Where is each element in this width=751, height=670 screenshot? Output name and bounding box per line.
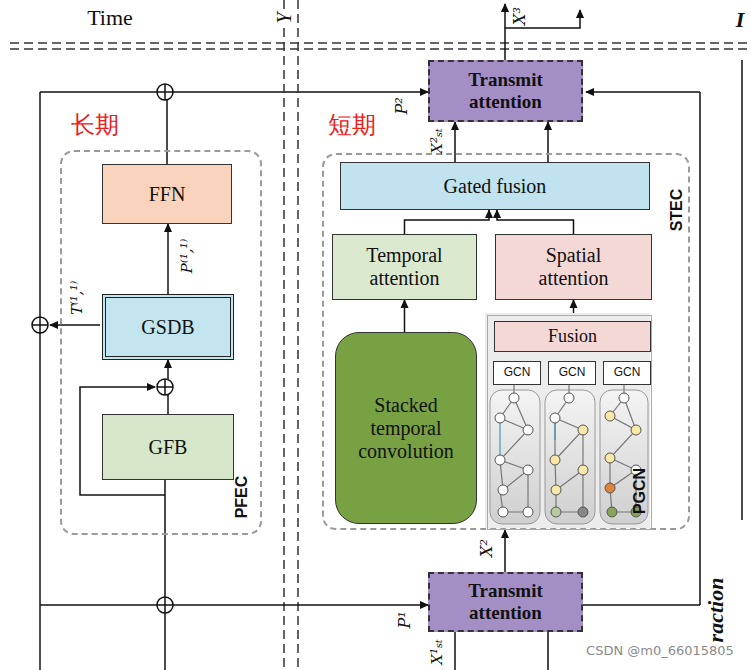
group-label: PGCN (631, 468, 649, 514)
process-box: FFN (102, 164, 232, 224)
text-label: X³ (511, 7, 529, 25)
connector (504, 530, 506, 572)
process-box: Fusion (494, 321, 651, 352)
process-box: Transmit attention (428, 572, 583, 632)
text-label: X¹ₛₜ (429, 639, 446, 664)
wires (40, 4, 742, 670)
process-box: Stacked temporal convolution (335, 332, 477, 524)
process-box: Temporal attention (332, 234, 477, 300)
text-label: I (736, 8, 745, 32)
box-label: GSDB (141, 316, 194, 339)
group-box: PFEC FFN GSDB GFB (60, 150, 262, 535)
process-box: GSDB (102, 294, 234, 360)
text-label: T⁽¹,¹⁾ (69, 281, 86, 315)
graph-illustration (490, 382, 648, 524)
group-label: PFEC (233, 476, 251, 519)
box-label: GFB (149, 436, 188, 459)
box-label: FFN (149, 183, 186, 206)
text-label: X²ₛₜ (429, 128, 446, 153)
process-box: GCN (603, 361, 651, 385)
box-label: GCN (559, 366, 586, 380)
text-label: X² (478, 539, 496, 557)
box-label: Transmit attention (442, 69, 569, 113)
box-label: Temporal attention (341, 244, 468, 290)
box-label: Stacked temporal convolution (344, 394, 468, 463)
process-box: Gated fusion (340, 162, 650, 210)
text-label: 短期 (328, 112, 376, 138)
text-label: P⁽¹,¹⁾ (179, 239, 196, 273)
text-label: Time (87, 6, 133, 30)
process-box: GCN (548, 361, 596, 385)
text-label: Y (273, 12, 295, 23)
connector (547, 122, 549, 162)
text-label: P² (393, 97, 411, 114)
text-label: CSDN @m0_66015805 (584, 644, 736, 658)
box-label: Gated fusion (444, 175, 547, 198)
group-box: PGCN FusionGCN GCN GCN (487, 315, 652, 530)
connector (497, 210, 574, 234)
box-label: Fusion (548, 326, 597, 347)
text-label: P¹ (396, 611, 414, 628)
process-box: GCN (493, 361, 541, 385)
group-box: STEC Gated fusionTemporal attention Spatia… (322, 153, 690, 530)
group-label: STEC (668, 189, 686, 232)
box-label: Transmit attention (442, 580, 569, 624)
connector (405, 210, 490, 234)
text-label: raction (704, 578, 728, 643)
connector (404, 300, 406, 332)
box-label: GCN (504, 366, 531, 380)
pgcn-ground (485, 313, 650, 528)
process-box: Transmit attention (428, 60, 583, 122)
dashed-frame (10, 0, 751, 670)
text-label: 长期 (71, 112, 119, 138)
connector (167, 224, 169, 294)
process-box: Spatial attention (495, 234, 652, 300)
connector (454, 122, 456, 162)
box-label: Spatial attention (512, 244, 635, 290)
box-label: GCN (614, 366, 641, 380)
process-box: GFB (102, 414, 234, 480)
